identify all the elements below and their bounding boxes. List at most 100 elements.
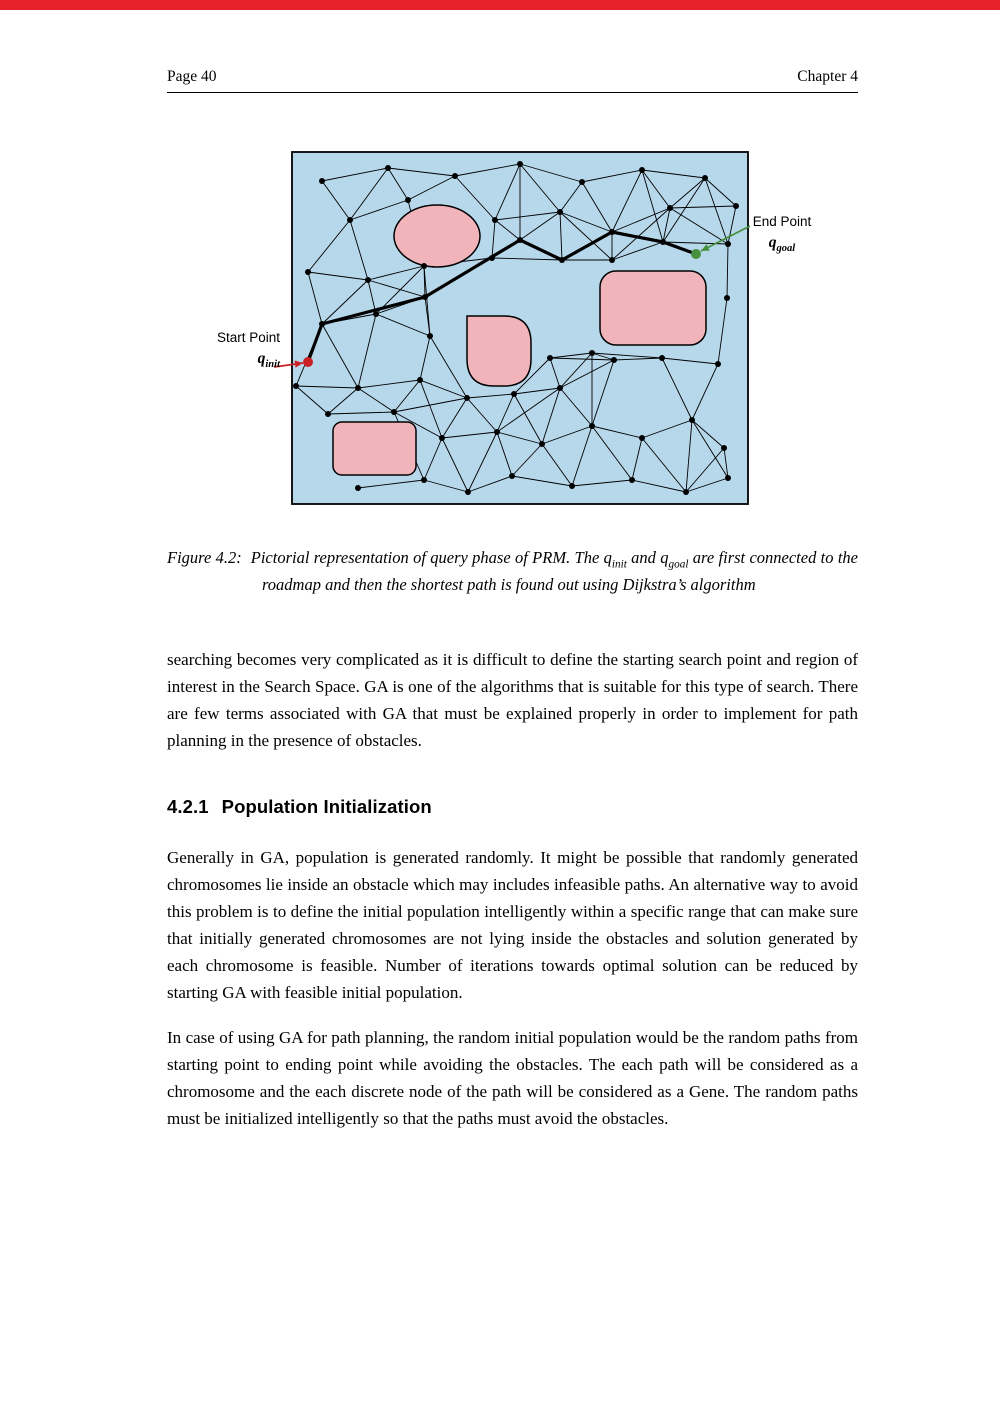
document-page: Page 40 Chapter 4 Start Point qinit End …: [0, 68, 1000, 1132]
roadmap-node: [660, 239, 666, 245]
roadmap-edge: [419, 335, 431, 381]
roadmap-node: [494, 429, 500, 435]
roadmap-node: [611, 357, 617, 363]
roadmap-edge: [454, 163, 521, 177]
obstacle: [393, 204, 481, 268]
roadmap-edge: [367, 279, 426, 298]
roadmap-node: [319, 178, 325, 184]
roadmap-edge: [559, 181, 583, 213]
start-var-subscript: init: [265, 358, 280, 370]
roadmap-edge: [357, 379, 421, 389]
roadmap-edge: [641, 169, 671, 209]
roadmap-edge: [494, 211, 561, 221]
body-text: searching becomes very complicated as it…: [167, 646, 858, 1132]
figure-caption-text-2: and: [626, 548, 661, 567]
end-point-symbol: qgoal: [750, 233, 814, 254]
roadmap-node: [405, 197, 411, 203]
roadmap-edge: [466, 397, 498, 433]
roadmap-edge: [307, 219, 351, 273]
roadmap-edge: [591, 425, 643, 439]
roadmap-edge: [423, 479, 469, 493]
roadmap-edge: [494, 163, 521, 221]
roadmap-node: [639, 167, 645, 173]
roadmap-edge: [519, 163, 561, 213]
roadmap-edge: [661, 357, 719, 365]
end-point-label-text: End Point: [752, 214, 812, 229]
roadmap-edge: [454, 175, 496, 221]
roadmap-edge: [441, 431, 498, 439]
roadmap-node: [609, 257, 615, 263]
roadmap-edge: [393, 411, 443, 439]
page-header: Page 40 Chapter 4: [167, 68, 858, 93]
end-arrow-head: [701, 244, 710, 251]
roadmap-edge: [321, 167, 389, 182]
roadmap-edge: [467, 475, 513, 493]
roadmap-node: [464, 395, 470, 401]
roadmap-node: [539, 441, 545, 447]
roadmap-edge: [691, 363, 719, 421]
paragraph-3: In case of using GA for path planning, t…: [167, 1028, 858, 1128]
roadmap-edge: [357, 313, 377, 389]
caption-var-qinit: q: [603, 548, 612, 567]
roadmap-edge: [491, 257, 563, 261]
roadmap-edge: [307, 271, 369, 281]
roadmap-node: [365, 277, 371, 283]
end-var: q: [768, 233, 777, 251]
roadmap-node: [319, 321, 325, 327]
figure-caption-text-3: are first connected to the roadmap and t…: [262, 548, 858, 594]
roadmap-node: [421, 477, 427, 483]
roadmap-edge: [611, 207, 671, 233]
roadmap-edge: [375, 313, 431, 337]
roadmap-node: [422, 294, 428, 300]
roadmap-node: [579, 179, 585, 185]
roadmap-edge: [685, 447, 725, 493]
roadmap-edge: [581, 169, 643, 183]
roadmap-edge: [295, 385, 359, 389]
roadmap-edge: [519, 211, 561, 241]
roadmap-edge: [685, 419, 693, 493]
end-point-label: End Point qgoal: [750, 214, 814, 254]
shortest-path: [306, 230, 698, 364]
roadmap-edge: [669, 205, 737, 209]
roadmap-edge: [321, 180, 351, 221]
roadmap-node: [721, 445, 727, 451]
roadmap-node: [725, 241, 731, 247]
roadmap-edge: [295, 385, 329, 415]
roadmap-edge: [367, 279, 377, 315]
paragraph-2: Generally in GA, population is generated…: [167, 848, 858, 1002]
roadmap-edge: [429, 335, 468, 399]
roadmap-node: [547, 355, 553, 361]
roadmap-node: [689, 417, 695, 423]
roadmap-edge: [591, 352, 615, 361]
roadmap-edge: [591, 425, 633, 481]
prm-roadmap-figure: [273, 151, 751, 505]
roadmap-edge: [631, 479, 687, 493]
roadmap-edge: [559, 211, 613, 233]
start-point-dot: [303, 357, 313, 367]
obstacle: [332, 421, 417, 476]
roadmap-edge: [717, 297, 728, 365]
roadmap-edge: [723, 447, 729, 479]
roadmap-node: [589, 350, 595, 356]
roadmap-node: [305, 269, 311, 275]
roadmap-edge: [559, 211, 563, 261]
roadmap-node: [385, 165, 391, 171]
roadmap-edge: [441, 397, 468, 439]
start-point-label: Start Point qinit: [217, 330, 280, 370]
roadmap-node: [702, 175, 708, 181]
roadmap-node: [355, 485, 361, 491]
roadmap-edge: [691, 419, 725, 449]
figure-caption: Figure 4.2:Pictorial representation of q…: [167, 544, 858, 598]
roadmap-node: [439, 435, 445, 441]
roadmap-edge: [727, 205, 737, 245]
roadmap-node: [557, 209, 563, 215]
roadmap-node: [421, 263, 427, 269]
roadmap-edge: [419, 379, 468, 399]
roadmap-node: [683, 489, 689, 495]
roadmap-edge: [349, 167, 389, 221]
roadmap-edge: [669, 207, 729, 245]
roadmap-edge: [641, 437, 687, 493]
roadmap-node: [509, 473, 515, 479]
roadmap-edge: [559, 359, 615, 389]
roadmap-edge: [441, 437, 469, 493]
